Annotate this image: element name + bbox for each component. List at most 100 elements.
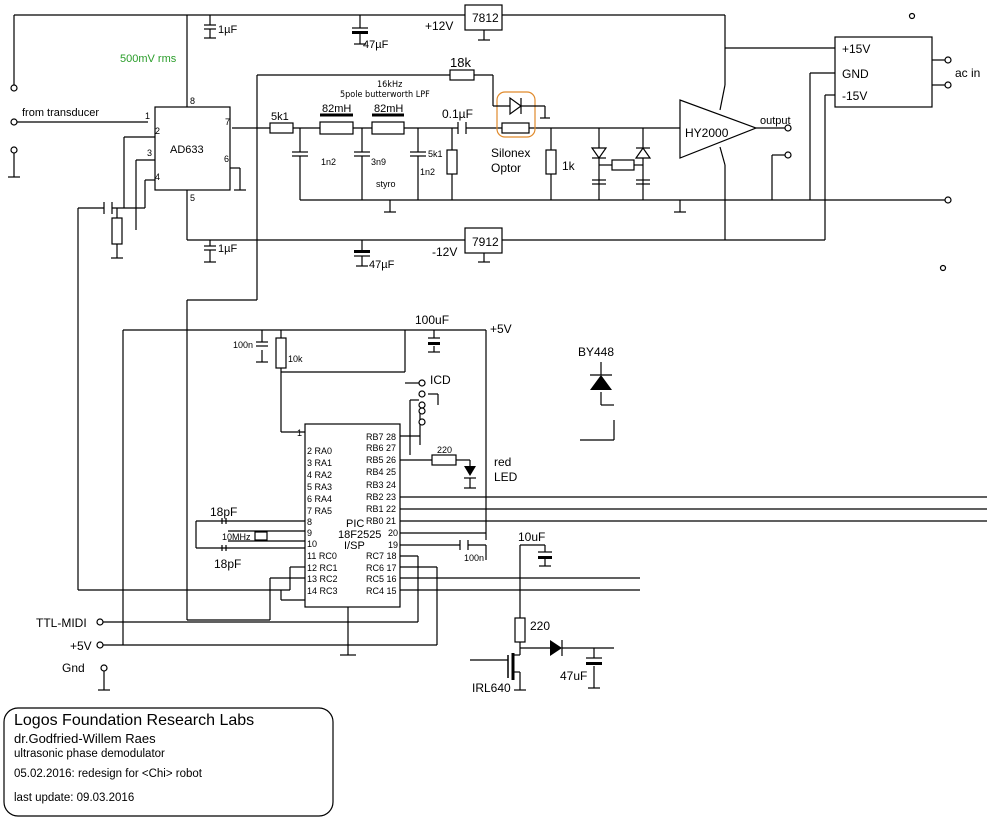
- optor-ldr: [501, 122, 530, 134]
- pic-pin-27: RB6 27: [366, 443, 396, 453]
- terminal-top-right[interactable]: [908, 12, 916, 20]
- pic-label-3: I/SP: [344, 540, 365, 552]
- gnd-in-label: Gnd: [62, 661, 85, 675]
- res-1k-label: 1k: [562, 159, 576, 173]
- pin-8: 8: [190, 96, 195, 106]
- pic-pin-24: RB3 24: [366, 480, 396, 490]
- cap-3n9: [354, 151, 370, 172]
- irl640-label: IRL640: [472, 681, 511, 695]
- top-wiring: [8, 14, 987, 691]
- red-led: [464, 466, 476, 476]
- ac-in-terminal-2[interactable]: [944, 81, 952, 89]
- pin-2: 2: [155, 126, 160, 136]
- cap-18pf-b-label: 18pF: [214, 557, 241, 571]
- reg-7812: [464, 4, 503, 31]
- cap-1n2b-label: 1n2: [420, 167, 435, 177]
- cap-1uf-bot-label: 1µF: [218, 243, 237, 255]
- pic-pin-19: 19: [388, 540, 398, 550]
- ac-in-label: ac in: [955, 66, 980, 80]
- title-org: Logos Foundation Research Labs: [14, 712, 254, 729]
- input-terminal-top[interactable]: [10, 84, 18, 92]
- cap-47uf-top: [352, 27, 368, 45]
- pic-pin-2: 2 RA0: [307, 446, 332, 456]
- pic-pin-5: 5 RA3: [307, 482, 332, 492]
- res-10k: [275, 337, 287, 369]
- diode-out: [550, 640, 562, 656]
- input-gnd-terminal[interactable]: [10, 146, 18, 154]
- styro-label: styro: [376, 179, 396, 189]
- res-18k-label: 18k: [450, 55, 471, 70]
- title-author: dr.Godfried-Willem Raes: [14, 731, 156, 746]
- ind-82mh-1: [319, 121, 354, 135]
- icd-pin-3[interactable]: [418, 401, 426, 409]
- hy2000-amp: [679, 99, 758, 159]
- ad633-label: AD633: [170, 144, 204, 156]
- pic-pin-9: 9: [307, 528, 312, 538]
- cap-3n9-label: 3n9: [371, 157, 386, 167]
- from-transducer-terminal[interactable]: [10, 118, 18, 126]
- icd-pin-4[interactable]: [418, 407, 426, 415]
- ind2-label: 82mH: [374, 103, 403, 115]
- supply-gnd-label: GND: [842, 67, 869, 81]
- icd-pin-2[interactable]: [418, 390, 426, 398]
- res-5k1a-label: 5k1: [271, 111, 289, 123]
- pic-pin-11: 11 RC0: [307, 551, 337, 561]
- optor-outline: [496, 91, 536, 138]
- silonex-label-1: Silonex: [491, 146, 530, 160]
- supply-box: [834, 36, 933, 108]
- gnd-terminal-right[interactable]: [944, 196, 952, 204]
- res-10k-label: 10k: [288, 354, 303, 364]
- diode-1: [590, 147, 608, 160]
- terminal-mid-right[interactable]: [939, 264, 947, 272]
- res-220-led: [431, 454, 457, 466]
- cap-100uf-label: 100uF: [415, 313, 449, 327]
- red-led-label-1: red: [494, 455, 511, 469]
- supply-m15-label: -15V: [842, 89, 867, 103]
- pic-pin-25: RB4 25: [366, 467, 396, 477]
- pic-pin-20: 20: [388, 528, 398, 538]
- cap-1uf-top-label: 1µF: [218, 24, 237, 36]
- output-gnd-terminal[interactable]: [784, 151, 792, 159]
- output-terminal[interactable]: [784, 124, 792, 132]
- ac-in-terminal-1[interactable]: [944, 56, 952, 64]
- crystal-label: 10MHz: [222, 532, 251, 542]
- silonex-label-2: Optor: [491, 161, 521, 175]
- cap-10uf-label: 10uF: [518, 530, 545, 544]
- pic-pin-4: 4 RA2: [307, 470, 332, 480]
- red-led-label-2: LED: [494, 470, 518, 484]
- icd-pin-1[interactable]: [418, 379, 426, 387]
- title-project: ultrasonic phase demodulator: [14, 748, 165, 760]
- ind1-label: 82mH: [322, 103, 351, 115]
- ttl-midi-label: TTL-MIDI: [36, 616, 87, 630]
- pic-pin-15: RC4 15: [366, 586, 397, 596]
- pic-pin-10: 10: [307, 539, 317, 549]
- gnd-terminal[interactable]: [100, 664, 108, 672]
- cap-1uf-bot: [204, 245, 216, 263]
- plus5v-label: +5V: [490, 322, 512, 336]
- cap-47uf-out-label: 47uF: [560, 669, 587, 683]
- pic-left-pins: 2 RA0 3 RA1 4 RA2 5 RA3 6 RA4 7 RA5 8 9 …: [307, 446, 338, 596]
- pic-pin-7: 7 RA5: [307, 506, 332, 516]
- ttl-midi-terminal[interactable]: [96, 618, 104, 626]
- cap-1n2b: [410, 151, 426, 172]
- res-5k1b-label: 5k1: [428, 149, 443, 159]
- pic-pin-26: RB5 26: [366, 455, 396, 465]
- cap-18pf-a-label: 18pF: [210, 505, 237, 519]
- hy2000-label: HY2000: [685, 126, 729, 140]
- lpf-title-2: 5pole butterworth LPF: [340, 90, 430, 100]
- reg-7812-label: 7812: [472, 11, 499, 25]
- optor-led: [509, 96, 523, 116]
- title-box: [3, 707, 334, 817]
- pic-label-2: 18F2525: [338, 529, 381, 541]
- pic-chip: [304, 423, 401, 608]
- plus5v-terminal[interactable]: [96, 641, 104, 649]
- pic-pin-6: 6 RA4: [307, 494, 332, 504]
- pic-pin-17: RC6 17: [366, 563, 397, 573]
- cap-100n-label: 100n: [233, 340, 253, 350]
- crystal-10mhz: [254, 531, 268, 541]
- icd-pin-5[interactable]: [418, 418, 426, 426]
- pic-pin-3: 3 RA1: [307, 458, 332, 468]
- diode-2: [634, 146, 652, 159]
- pic-pin-14: 14 RC3: [307, 586, 338, 596]
- cap-1n2a-label: 1n2: [321, 157, 336, 167]
